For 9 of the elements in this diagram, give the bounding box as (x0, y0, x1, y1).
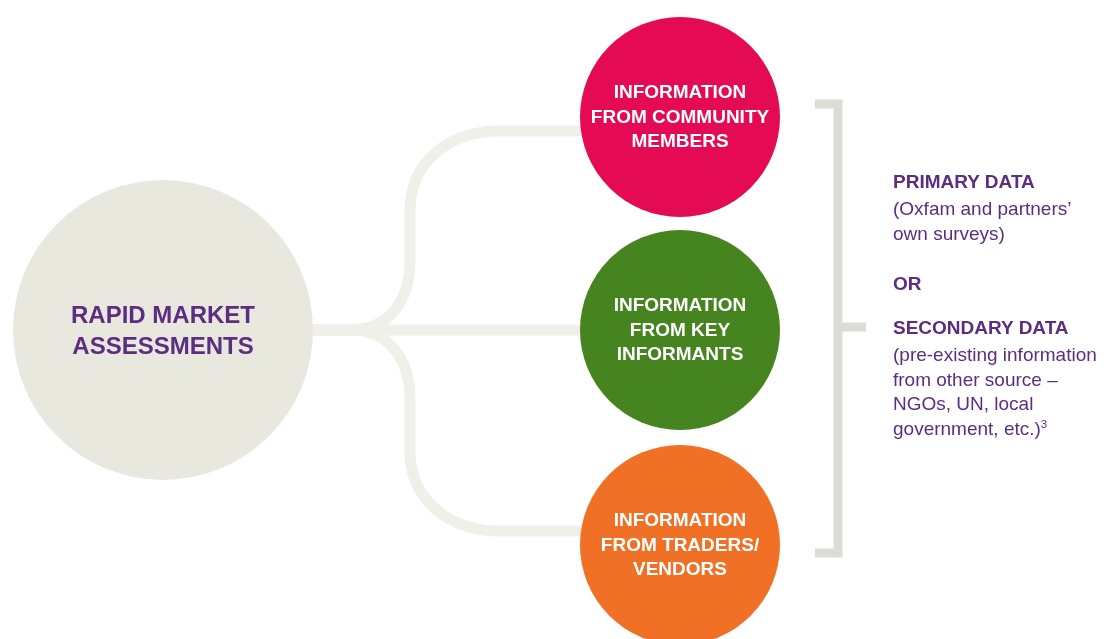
heading: PRIMARY DATA (893, 170, 1036, 194)
note: (pre-existing information from other source – NGOs, UN, local government, etc.)$^{3}$ (893, 343, 1098, 442)
node-label: INFORMATION FROM COMMUNITY MEMBERS (589, 79, 771, 154)
node-label: INFORMATION FROM KEY INFORMANTS (612, 292, 748, 367)
heading: SECONDARY DATA (893, 316, 1070, 340)
heading: OR (893, 272, 923, 296)
node-label: INFORMATION FROM TRADERS/ VENDORS (599, 507, 761, 582)
note: (Oxfam and partners’ own surveys) (893, 197, 1072, 246)
node-label: RAPID MARKET ASSESSMENTS (70, 299, 256, 361)
